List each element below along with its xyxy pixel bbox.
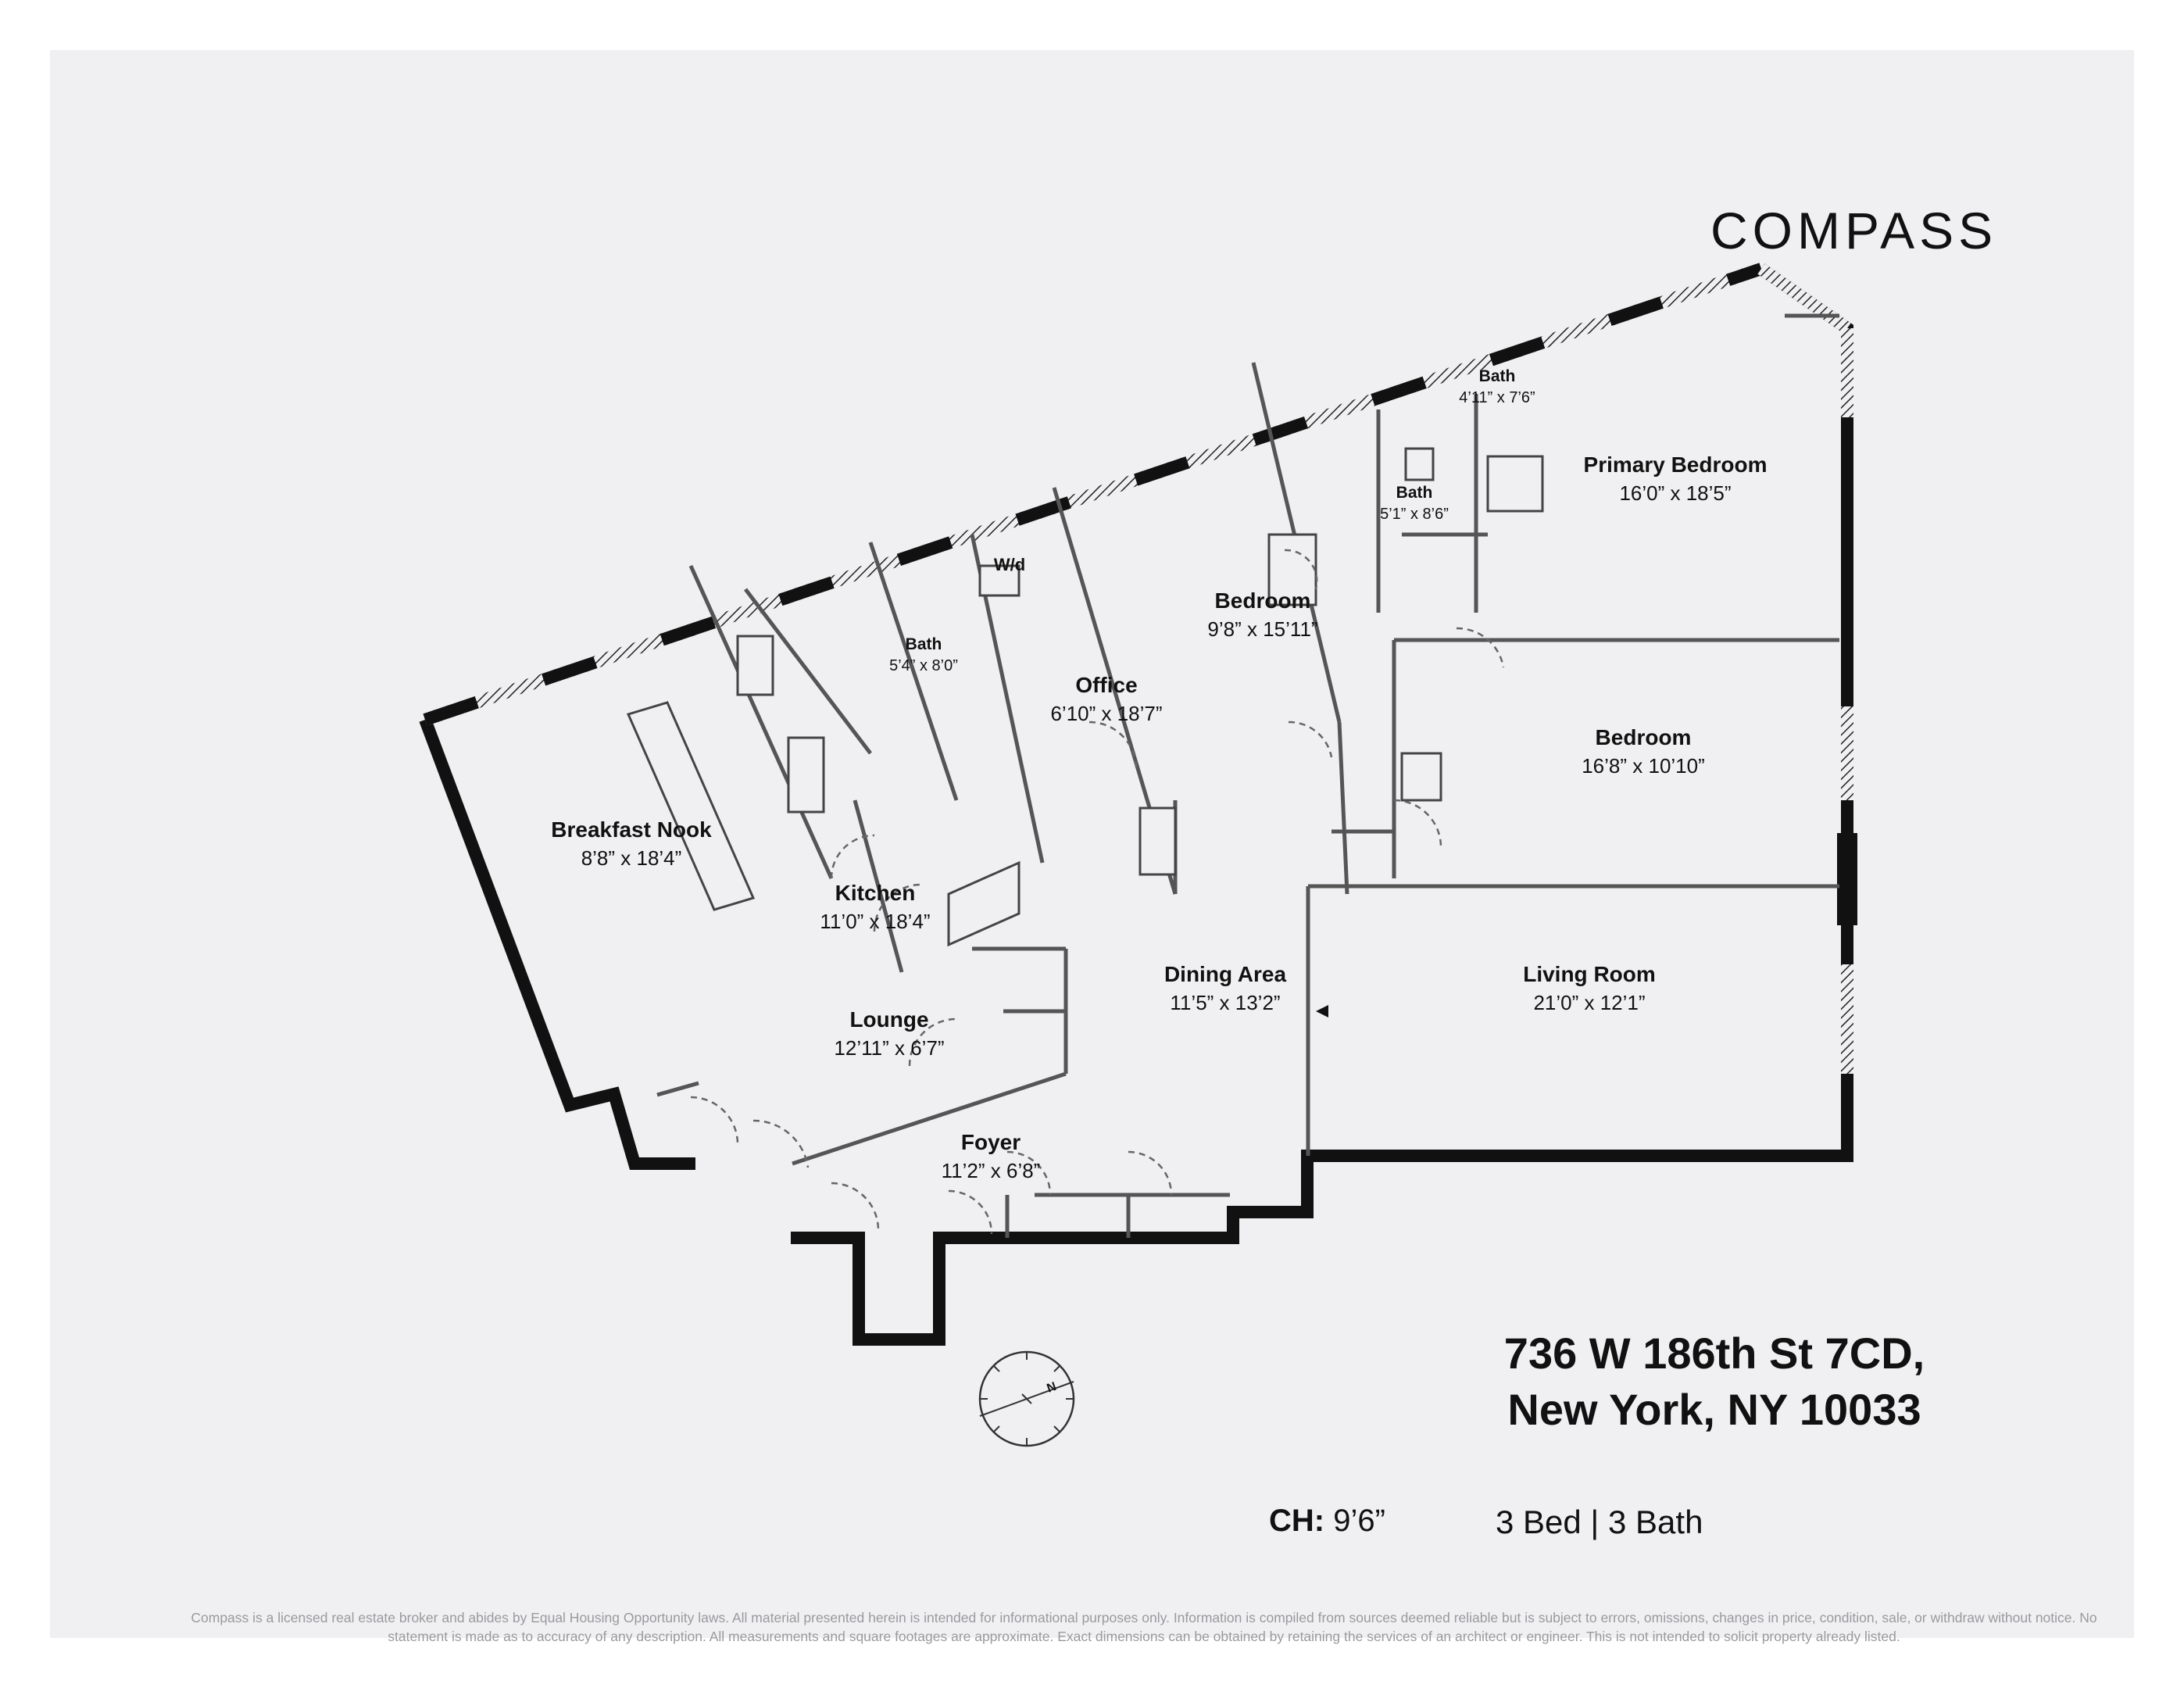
room-kitchen-dims: 11’0” x 18’4”: [820, 910, 930, 933]
closet-door-frame: [1400, 752, 1442, 802]
toilet-primary-bath: [1404, 447, 1435, 481]
bed-bath-summary: 3 Bed | 3 Bath: [1496, 1504, 1703, 1540]
room-primary-bedroom-dims: 16’0” x 18’5”: [1619, 481, 1731, 505]
room-office-name: Office: [1075, 673, 1137, 697]
windows-north: [423, 263, 1857, 1074]
shower: [1486, 455, 1544, 513]
room-foyer-dims: 11’2” x 6’8”: [942, 1159, 1041, 1182]
north-arrow-icon: N: [978, 1350, 1075, 1447]
room-primary-bedroom-name: Primary Bedroom: [1584, 452, 1768, 477]
floor-plan-drawing: N Primary Bedroom 16’0” x 18’5” Bath 4’1…: [419, 263, 1857, 1447]
entry-arrow-icon: [1316, 1005, 1328, 1017]
room-bath-hall-name: Bath: [1396, 484, 1433, 502]
room-living-room-dims: 21’0” x 12’1”: [1533, 991, 1645, 1014]
compass-logo: COMPASS: [1710, 203, 1997, 258]
kitchen-fixtures: [626, 447, 1544, 947]
address-line-1: 736 W 186th St 7CD,: [1503, 1329, 1925, 1378]
door-swings: [690, 549, 1505, 1235]
room-office-dims: 6’10” x 18’7”: [1050, 702, 1162, 725]
room-bedroom-1-dims: 9’8” x 15’11”: [1207, 617, 1317, 641]
room-bath-primary-dims: 4’11” x 7’6”: [1459, 389, 1535, 406]
kitchen-sink: [787, 736, 825, 814]
room-labels: Primary Bedroom 16’0” x 18’5” Bath 4’11”…: [551, 367, 1767, 1182]
svg-text:COMPASS: COMPASS: [1710, 203, 1997, 258]
ceiling-height: CH: 9’6”: [1269, 1504, 1385, 1539]
washer-dryer-box: [978, 564, 1021, 597]
room-bath-primary-name: Bath: [1479, 367, 1516, 385]
room-dining-area-name: Dining Area: [1164, 962, 1287, 986]
ceiling-height-value: 9’6”: [1333, 1504, 1385, 1538]
room-lounge-name: Lounge: [849, 1007, 928, 1032]
room-bedroom-2-name: Bedroom: [1596, 725, 1692, 749]
room-bedroom-1-name: Bedroom: [1215, 588, 1311, 613]
bathtub: [1267, 533, 1317, 606]
room-kitchen-name: Kitchen: [835, 881, 916, 905]
room-bath-small-dims: 5’4” x 8’0”: [889, 657, 958, 674]
floor-plan-sheet: N Primary Bedroom 16’0” x 18’5” Bath 4’1…: [50, 50, 2134, 1644]
room-living-room-name: Living Room: [1523, 962, 1656, 986]
exterior-walls: [419, 263, 1853, 1346]
room-foyer-name: Foyer: [961, 1130, 1021, 1154]
washer-dryer-label: W/d: [994, 555, 1025, 574]
ceiling-height-label: CH:: [1269, 1504, 1325, 1538]
lounge-cabinet: [947, 860, 1021, 947]
room-lounge-dims: 12’11” x 6’7”: [834, 1036, 944, 1060]
address-line-2: New York, NY 10033: [1507, 1385, 1921, 1434]
kitchen-island: [626, 701, 756, 911]
room-bath-hall-dims: 5’1” x 8’6”: [1380, 506, 1449, 523]
room-bath-small-name: Bath: [906, 635, 942, 653]
svg-text:N: N: [1046, 1380, 1059, 1396]
room-breakfast-nook-name: Breakfast Nook: [551, 817, 712, 842]
closet-shelf: [1138, 806, 1177, 876]
legal-disclaimer: Compass is a licensed real estate broker…: [191, 1610, 2097, 1644]
room-bedroom-2-dims: 16’8” x 10’10”: [1582, 754, 1705, 778]
cooktop: [736, 635, 774, 696]
room-dining-area-dims: 11’5” x 13’2”: [1170, 991, 1280, 1014]
room-breakfast-nook-dims: 8’8” x 18’4”: [581, 846, 682, 870]
